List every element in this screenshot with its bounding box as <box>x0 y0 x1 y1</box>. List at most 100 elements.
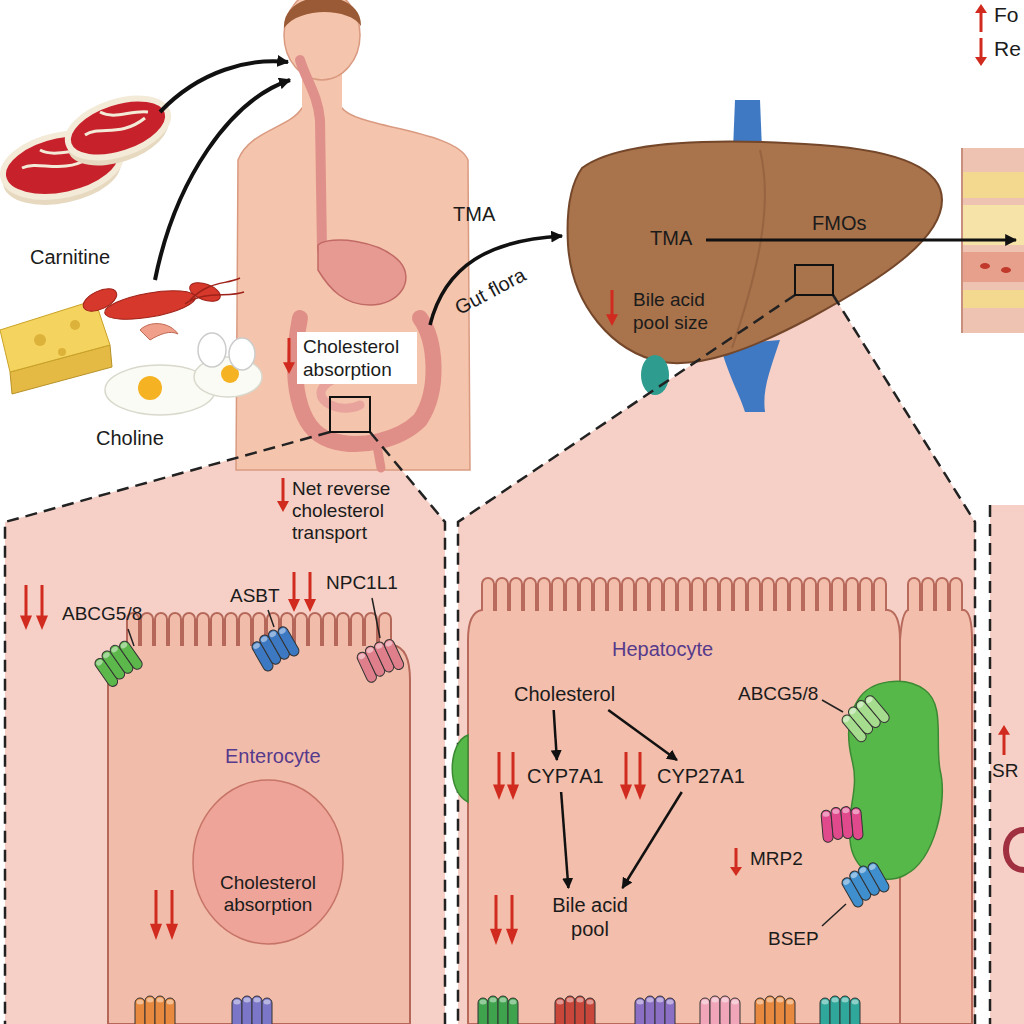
flow-connector <box>561 792 568 888</box>
human-body <box>236 108 470 470</box>
node-text: CYP27A1 <box>657 765 745 788</box>
text-label: BSEP <box>768 928 819 950</box>
intake-arrow <box>155 61 290 280</box>
human-body <box>295 318 433 444</box>
artery-illustration <box>1001 267 1011 273</box>
change-arrow <box>507 752 519 800</box>
node-text: TMA <box>650 227 692 250</box>
absorption-box: Cholesterol absorption <box>297 332 417 384</box>
node-text: Bile acid pool <box>540 893 640 941</box>
human-body <box>236 0 470 470</box>
change-arrow <box>998 725 1010 755</box>
hepatocyte-illustration <box>635 996 675 1024</box>
text-label: Gut flora <box>451 263 530 319</box>
hepatocyte-illustration <box>839 692 891 744</box>
choline-food-illustration <box>187 279 223 305</box>
text-label: FMOs <box>812 212 866 235</box>
node-text: Cholesterol absorption <box>303 335 411 381</box>
hepatocyte-illustration <box>478 996 518 1024</box>
text-label: MRP2 <box>750 848 803 870</box>
human-body <box>318 240 406 305</box>
human-body <box>300 60 322 250</box>
text-label: ABCG5/8 <box>62 603 142 625</box>
change-arrow <box>730 848 742 876</box>
choline-food-illustration <box>80 284 120 316</box>
change-arrow <box>304 572 316 612</box>
change-arrow <box>283 338 295 374</box>
choline-food-illustration <box>140 324 178 340</box>
liver-illustration <box>568 142 942 364</box>
choline-food-illustration <box>70 320 80 330</box>
flow-connector <box>622 792 681 888</box>
artery-illustration <box>980 263 990 269</box>
choline-food-illustration <box>34 334 46 346</box>
flow-arrow <box>430 236 562 325</box>
zoom-panel <box>990 505 1024 1024</box>
text-label: ASBT <box>230 585 280 607</box>
connector-group <box>554 710 682 888</box>
node-text: Cholesterol <box>514 683 615 706</box>
receptor-illustration <box>1006 830 1024 870</box>
enterocyte-illustration <box>128 629 134 646</box>
hepatocyte-illustration <box>822 904 846 926</box>
steak-illustration <box>85 112 148 135</box>
artery-illustration <box>962 252 1024 282</box>
choline-food-illustration <box>58 348 66 356</box>
text-label: TMA <box>453 203 495 226</box>
zoom-outline <box>989 505 992 1024</box>
enterocyte-illustration <box>92 598 410 1024</box>
liver-illustration <box>568 100 942 412</box>
text-label: Fo <box>994 3 1019 27</box>
change-arrow <box>634 752 646 800</box>
zoom-square <box>795 265 833 295</box>
hepatocyte-cell: HepatocyteCholesterolCYP7A1 CYP27A1Bile a… <box>468 575 900 1024</box>
choline-food-illustration <box>138 376 162 400</box>
zoom-panel <box>458 295 975 1024</box>
intake-arrow <box>155 80 290 280</box>
zoom-square <box>330 397 370 432</box>
change-arrow <box>288 572 300 612</box>
artery-illustration <box>962 172 1024 198</box>
hepatocyte-illustration <box>452 735 468 802</box>
hepatocyte-illustration <box>452 578 972 1024</box>
zoom-panel <box>5 432 445 1024</box>
change-arrow <box>606 290 618 326</box>
text-label: Carnitine <box>30 246 110 269</box>
enterocyte-illustration <box>355 636 406 684</box>
human-body <box>284 0 361 28</box>
change-arrow <box>20 4 1010 945</box>
hepatocyte-illustration <box>839 859 891 908</box>
hepatocyte-illustration <box>822 700 843 712</box>
node-text: Cholesterol absorption <box>208 872 328 916</box>
choline-food-illustration <box>103 285 198 325</box>
zoom-panel <box>5 295 1024 1024</box>
text-label: NPC1L1 <box>326 572 398 594</box>
liver-illustration <box>641 355 669 395</box>
text-label: Net reverse cholesterol transport <box>292 478 404 544</box>
node-text: CYP7A1 <box>527 765 604 788</box>
change-arrow <box>490 895 502 945</box>
node-text: Hepatocyte <box>612 638 713 661</box>
text-label: SR <box>992 760 1018 782</box>
enzyme-label: CYP27A1 <box>653 763 749 790</box>
change-arrow <box>493 752 505 800</box>
text-label: Re <box>994 37 1021 61</box>
hepatocyte-illustration <box>820 996 860 1024</box>
change-arrow <box>20 585 32 630</box>
change-arrow <box>620 752 632 800</box>
metabolite-label: Bile acid pool <box>536 891 644 943</box>
choline-food-illustration <box>198 333 226 367</box>
artery-illustration <box>962 290 1024 308</box>
human-body <box>376 440 381 468</box>
choline-food-illustration <box>229 338 255 370</box>
text-label: Choline <box>96 427 164 450</box>
change-arrow <box>506 895 518 945</box>
zoom-outline <box>458 295 975 1024</box>
flow-connector <box>608 710 677 760</box>
enzyme-label: CYP7A1 <box>523 763 608 790</box>
hepatocyte-illustration <box>555 996 595 1024</box>
zoom-outline <box>5 295 990 1024</box>
